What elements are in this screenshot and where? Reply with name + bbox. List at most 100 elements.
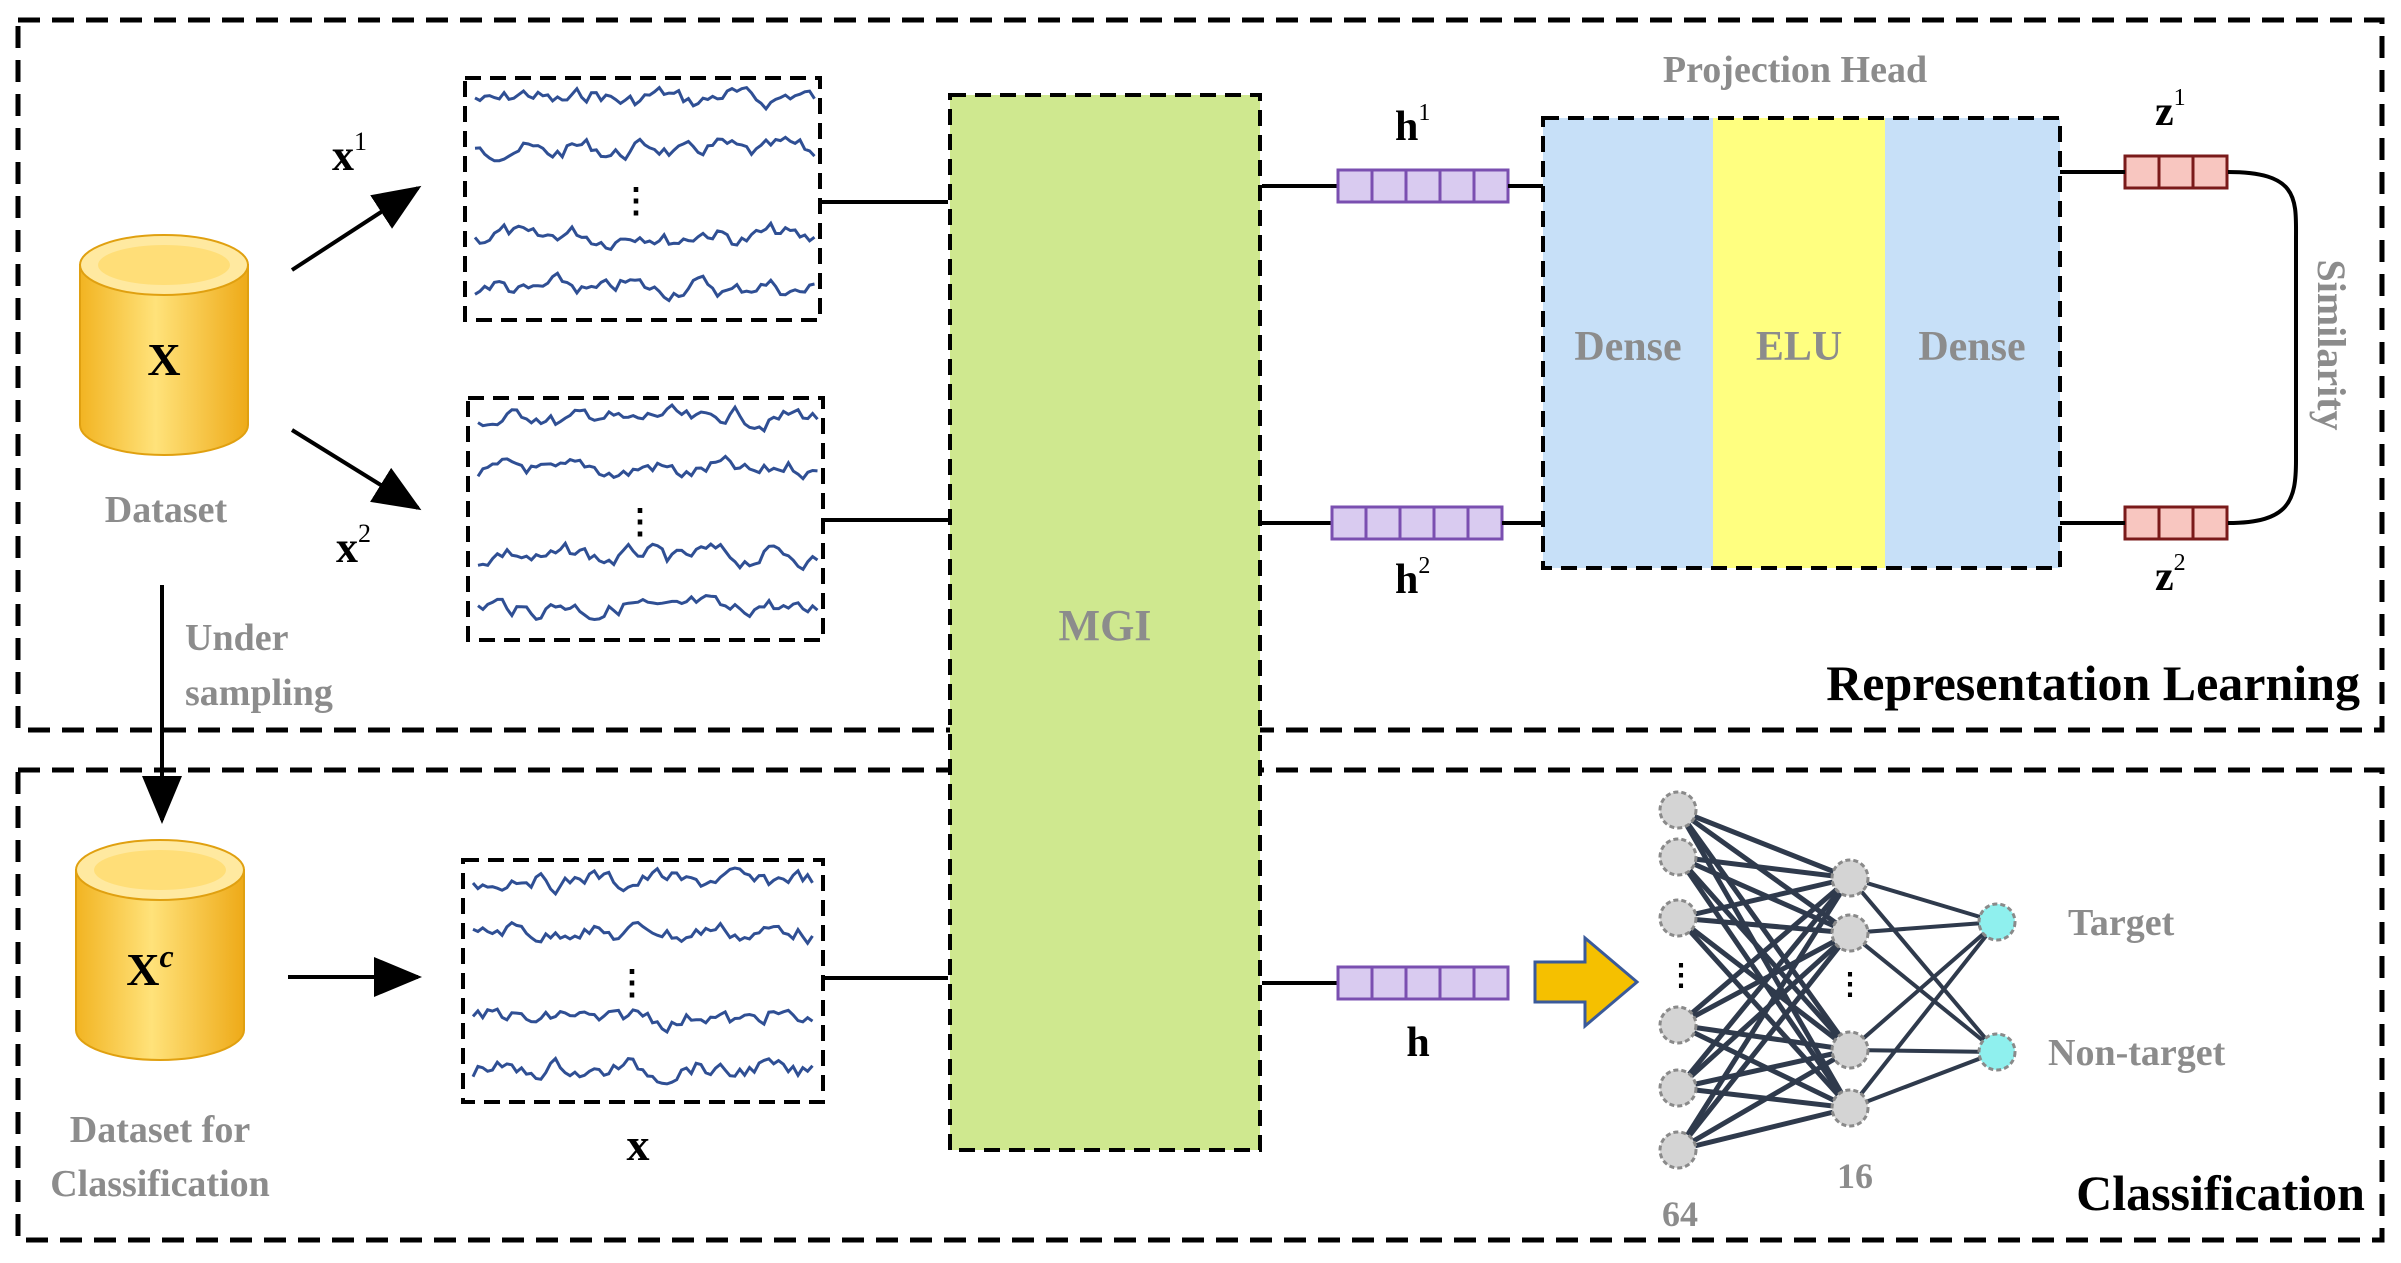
dense-layer-1 <box>1543 118 1713 568</box>
z2-vector-cell <box>2123 505 2161 541</box>
arrow-to-x1 <box>290 185 422 272</box>
hidden-layer-size: 16 <box>1837 1156 1873 1196</box>
network-edge <box>1848 931 1999 1054</box>
dataset-label: Dataset <box>105 489 228 531</box>
output-target-label: Target <box>2068 902 2175 944</box>
h-vector <box>1336 965 1510 1001</box>
signal-ellipsis-x1: ⋮ <box>619 183 653 220</box>
input-node <box>1658 1068 1698 1108</box>
z1-vector-cell <box>2123 154 2161 190</box>
h1-vector-cell <box>1472 168 1510 204</box>
similarity-label: Similarity <box>2309 259 2354 430</box>
h-label: h <box>1406 1020 1429 1066</box>
x1-label: x1 <box>332 127 367 180</box>
undersampling-label-line2: sampling <box>185 672 333 714</box>
dataset-classification-symbol: Xc <box>126 938 173 995</box>
h1-vector-cell <box>1438 168 1476 204</box>
input-layer-size: 64 <box>1662 1194 1698 1234</box>
similarity-connector <box>2227 170 2299 525</box>
signal-trace-x1-0 <box>474 85 816 112</box>
h1-vector <box>1336 168 1510 204</box>
h2-vector-cell <box>1398 505 1436 541</box>
projection-head-title: Projection Head <box>1663 49 1927 91</box>
h-vector-cell <box>1370 965 1408 1001</box>
input-node <box>1658 898 1698 938</box>
z2-vector <box>2123 505 2229 541</box>
h2-vector-cell <box>1330 505 1368 541</box>
classification-title: Classification <box>2076 1165 2365 1221</box>
network-edge <box>1676 930 1852 1028</box>
hidden-node <box>1830 1030 1870 1070</box>
hidden-node <box>1830 858 1870 898</box>
h-vector-cell <box>1404 965 1442 1001</box>
network-edge <box>1849 1048 1998 1054</box>
network-edge <box>1676 876 1852 1027</box>
z1-vector <box>2123 154 2229 190</box>
dense-layer-1-label: Dense <box>1574 324 1681 370</box>
mgi-encoder-block <box>948 93 1262 1152</box>
signal-trace-x2-1 <box>476 454 818 481</box>
network-edge <box>1849 876 1998 924</box>
signal-trace-x-2 <box>471 1007 814 1035</box>
network-edge <box>1675 876 1853 1152</box>
h2-vector-cell <box>1466 505 1504 541</box>
classification-frame <box>15 767 2385 1243</box>
dataset-cylinder <box>79 234 249 456</box>
network-edge <box>1677 875 1851 921</box>
network-edge <box>1676 876 1852 1090</box>
network-edge <box>1848 920 1999 1052</box>
h2-vector-cell <box>1432 505 1470 541</box>
h-vector-cell <box>1472 965 1510 1001</box>
z2-vector-cell <box>2191 505 2229 541</box>
dataset-symbol: X <box>147 334 180 385</box>
network-edge <box>1676 1047 1852 1153</box>
signal-trace-x-1 <box>472 920 814 946</box>
projection-head-frame <box>1541 116 2062 570</box>
input-node <box>1658 1130 1698 1170</box>
z2-vector-cell <box>2157 505 2195 541</box>
hidden-layer-ellipsis: ⋮ <box>1835 968 1865 1001</box>
z2-label: z2 <box>2155 550 2186 600</box>
h-vector-cell <box>1336 965 1374 1001</box>
signal-trace-x1-2 <box>473 220 816 252</box>
classifier-arrow <box>1533 934 1640 1030</box>
h2-vector-cell <box>1364 505 1402 541</box>
network-edge <box>1849 920 1998 935</box>
dense-layer-2 <box>1885 118 2060 568</box>
network-edge <box>1677 915 1851 936</box>
output-nontarget-label: Non-target <box>2048 1032 2226 1074</box>
output-node <box>1977 902 2017 942</box>
dataset-classification-label-line2: Classification <box>50 1163 270 1205</box>
hidden-node <box>1830 913 1870 953</box>
x2-label: x2 <box>336 519 371 572</box>
signal-trace-x1-3 <box>474 271 815 303</box>
dataset-classification-cylinder <box>75 839 245 1061</box>
network-edge <box>1848 920 1999 1110</box>
h1-label: h1 <box>1395 100 1430 150</box>
signal-box-x1 <box>463 76 822 322</box>
network-edge <box>1677 1105 1851 1153</box>
output-node <box>1977 1032 2017 1072</box>
dataset-classification-label-line1: Dataset for <box>70 1109 251 1151</box>
signal-ellipsis-x2: ⋮ <box>623 504 657 541</box>
network-edge <box>1676 931 1852 1152</box>
elu-layer-label: ELU <box>1756 324 1842 370</box>
network-edges <box>1675 807 1999 1153</box>
network-edge <box>1677 807 1851 881</box>
signal-trace-x-0 <box>471 866 814 897</box>
signal-trace-x2-0 <box>477 403 819 434</box>
h-vector-cell <box>1438 965 1476 1001</box>
network-edge <box>1849 1050 1998 1110</box>
hidden-node <box>1830 1088 1870 1128</box>
input-node <box>1658 1005 1698 1045</box>
network-edge <box>1675 808 1853 1052</box>
dense-layer-2-label: Dense <box>1918 324 2025 370</box>
signal-trace-x2-2 <box>477 540 819 572</box>
signal-trace-x1-1 <box>474 135 816 163</box>
signal-trace-x2-3 <box>477 594 819 622</box>
arrow-to-x2 <box>290 428 422 511</box>
elu-layer <box>1713 118 1885 568</box>
input-layer-ellipsis: ⋮ <box>1666 959 1696 992</box>
input-node <box>1658 790 1698 830</box>
